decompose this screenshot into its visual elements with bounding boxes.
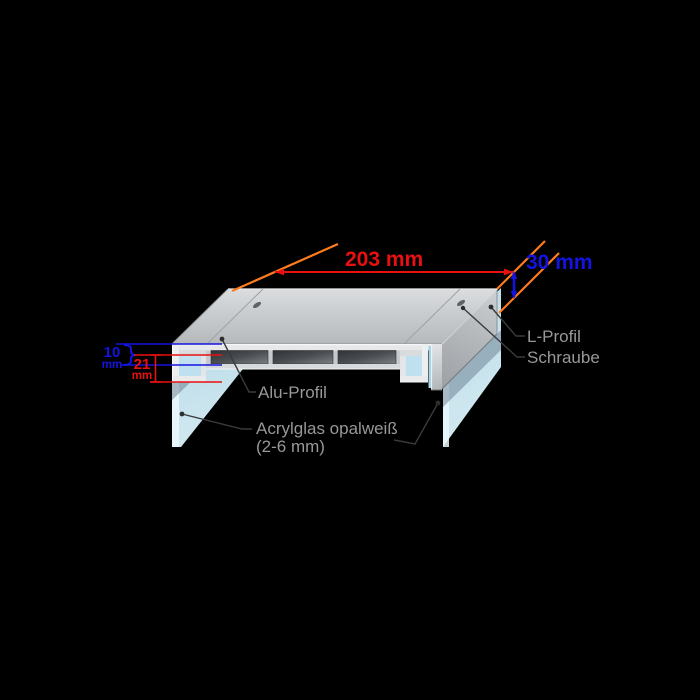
top-skin <box>172 344 442 351</box>
screw-hole-left <box>252 301 262 309</box>
arrow-down-icon <box>510 291 518 299</box>
top-face-seam-left <box>206 288 264 345</box>
right-glass-channel <box>400 344 428 383</box>
annotations: Alu-Profil Acrylglas opalweiß (2-6 mm) L… <box>179 304 600 456</box>
right-slot-glass <box>406 356 422 376</box>
leader-schraube <box>462 307 525 358</box>
hollow-chamber-1 <box>210 350 269 365</box>
acrylic-right-front-edge <box>443 348 449 447</box>
l-profile-front-leg <box>431 344 442 390</box>
hollow-chamber-2 <box>272 350 334 365</box>
leader-dot-acryl-left <box>179 411 185 417</box>
profile-cross-section <box>172 344 442 391</box>
left-slot-glass <box>179 356 201 376</box>
profile-top-face <box>171 288 498 345</box>
dimension-top-offset-value: 10 <box>104 344 121 361</box>
leader-l-profil <box>490 306 525 337</box>
extension-line-left <box>231 242 339 293</box>
arrow-up-icon <box>510 271 518 279</box>
extension-line-right-upper <box>496 240 546 290</box>
arrow-right-icon <box>504 268 513 276</box>
label-schraube: Schraube <box>527 348 600 367</box>
dimension-profile-height-value: 21 <box>134 356 151 373</box>
screw-hole-right <box>456 299 466 307</box>
leader-dot-alu <box>219 336 225 342</box>
arrow-left-icon <box>275 268 284 276</box>
acrylic-right-shadow <box>443 328 501 412</box>
dimension-width: 203 mm <box>275 248 513 276</box>
leader-dot-l-profil <box>488 304 494 310</box>
bottom-skin <box>206 364 400 369</box>
label-alu-profil: Alu-Profil <box>258 383 327 402</box>
leader-acrylglas-left <box>181 413 252 430</box>
dimension-side-height: 30 mm <box>510 251 593 299</box>
dimension-width-label: 203 mm <box>345 248 423 271</box>
label-l-profil: L-Profil <box>527 327 581 346</box>
dimension-side-label: 30 mm <box>526 251 593 274</box>
dimension-top-offset-unit: mm <box>102 359 122 371</box>
dimension-profile-height: 21 mm <box>132 354 222 383</box>
leader-dot-schraube <box>460 305 466 311</box>
extension-lines <box>231 240 560 314</box>
leader-acrylglas-right <box>393 402 439 445</box>
glass-edge-gap <box>428 346 431 388</box>
label-acrylglas-line2: (2-6 mm) <box>256 437 325 456</box>
top-face-seam-right <box>403 288 461 345</box>
extension-line-right-lower <box>498 252 560 314</box>
leader-dot-acryl-right <box>435 400 441 406</box>
label-acrylglas-line1: Acrylglas opalweiß <box>256 419 398 438</box>
leader-alu-profil <box>221 338 256 393</box>
hollow-chamber-3 <box>337 350 397 365</box>
dimension-profile-height-unit: mm <box>132 370 152 382</box>
dimension-top-offset: 10 mm <box>102 343 222 371</box>
